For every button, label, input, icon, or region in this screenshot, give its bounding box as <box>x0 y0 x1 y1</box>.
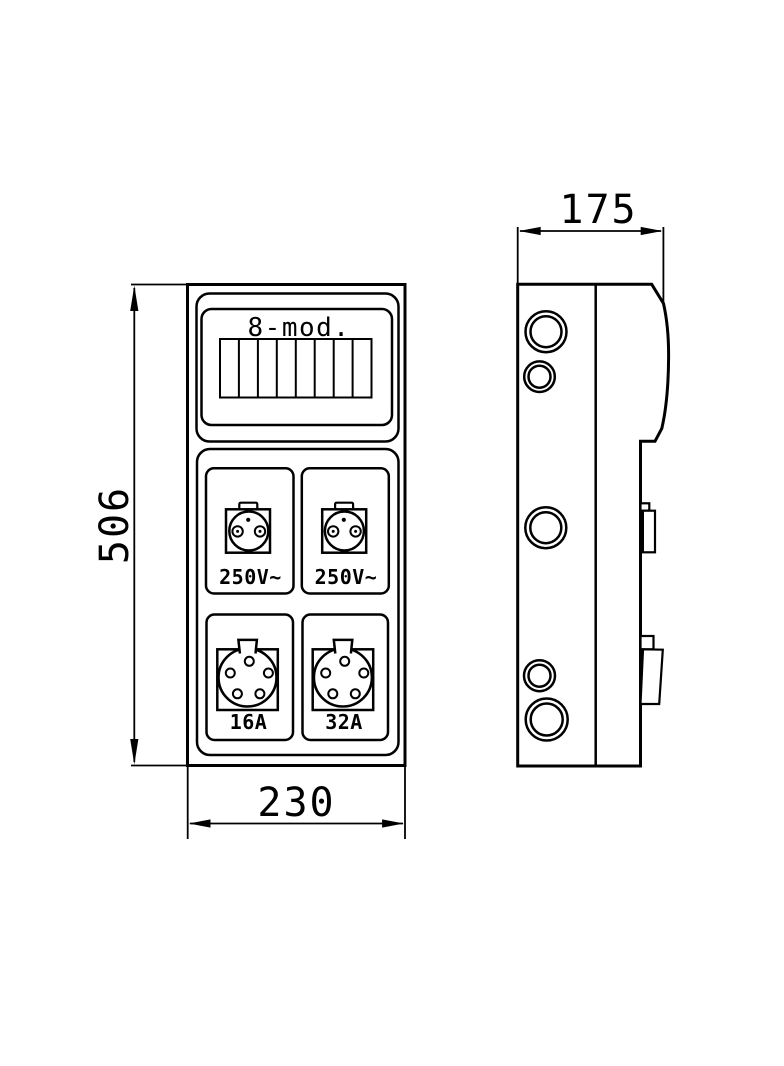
profile-body <box>641 509 657 554</box>
din-module-strip <box>219 338 373 399</box>
socket-profile-top <box>639 502 657 554</box>
arrow-right-icon <box>640 226 663 236</box>
pin-hole <box>349 688 361 700</box>
keyway-mask <box>239 641 256 655</box>
socket-face <box>323 510 366 552</box>
socket-panel: 250V~ 250V~ <box>195 447 400 757</box>
socket-250v-left: 250V~ <box>204 467 295 595</box>
dimension-height-value: 506 <box>92 486 138 564</box>
pin-hole-center <box>354 529 358 533</box>
cable-gland-top-large <box>524 309 568 354</box>
dimension-depth: 175 <box>516 187 665 304</box>
socket-face <box>228 510 270 552</box>
socket-tab <box>238 501 259 510</box>
pin-hole <box>320 667 332 679</box>
socket-module-frame <box>204 467 295 595</box>
arrow-up-icon <box>130 285 139 311</box>
socket-panel-frame <box>195 447 400 757</box>
side-view <box>516 282 671 768</box>
dimension-height: 506 <box>92 283 186 767</box>
socket-32a: 32A <box>301 613 390 742</box>
pin-hole-center <box>331 529 335 533</box>
module-panel-window <box>200 307 394 427</box>
pin-hole <box>231 688 243 700</box>
gland-inner-ring <box>529 314 563 349</box>
arrow-down-icon <box>130 739 139 765</box>
gland-inner-ring <box>527 364 552 389</box>
module-panel: 8-mod. <box>195 292 400 443</box>
cable-gland-middle-large <box>524 505 568 550</box>
socket-module-frame <box>205 613 295 742</box>
socket-tab <box>334 501 355 510</box>
earth-pin <box>246 517 251 522</box>
pin-hole <box>243 655 255 667</box>
pin-hole <box>262 667 274 679</box>
dimension-depth-value: 175 <box>559 187 637 233</box>
keyway-notch <box>332 638 354 654</box>
pin-hole-center <box>258 529 262 533</box>
gland-inner-ring <box>527 663 552 688</box>
pin-hole <box>358 667 370 679</box>
pin-hole <box>327 688 339 700</box>
front-view: 8-mod. <box>186 283 407 767</box>
dimension-width: 230 <box>186 767 406 839</box>
arrow-left-icon <box>519 226 541 236</box>
socket-rating-label: 32A <box>325 710 363 734</box>
module-panel-outer-frame <box>195 292 400 443</box>
pin-hole <box>231 525 244 538</box>
socket-250v-right: 250V~ <box>300 467 391 595</box>
arrow-right-icon <box>382 819 404 828</box>
earth-pin <box>341 517 346 522</box>
pin-hole <box>224 667 236 679</box>
socket-16a: 16A <box>205 613 295 742</box>
cable-gland-top-small <box>522 360 557 394</box>
socket-module-frame <box>300 467 391 595</box>
socket-rating-label: 250V~ <box>315 565 378 589</box>
keyway-notch <box>237 638 259 654</box>
gland-inner-ring <box>529 702 564 737</box>
dimension-width-value: 230 <box>257 780 335 826</box>
cable-gland-bottom-small <box>522 658 557 693</box>
profile-step <box>639 634 655 651</box>
pin-hole <box>349 525 362 538</box>
gland-inner-ring <box>529 510 563 545</box>
socket-profile-bottom <box>639 634 664 706</box>
pin-hole-center <box>236 529 240 533</box>
profile-step <box>639 502 651 512</box>
pin-hole <box>254 688 266 700</box>
socket-rating-label: 16A <box>230 710 268 734</box>
pin-hole <box>327 525 340 538</box>
socket-module-frame <box>301 613 390 742</box>
side-body-outline <box>516 282 671 768</box>
pin-hole <box>339 655 351 667</box>
cable-gland-bottom-large <box>524 697 569 742</box>
socket-rating-label: 250V~ <box>219 565 282 589</box>
profile-body <box>639 648 664 706</box>
arrow-left-icon <box>188 819 211 828</box>
keyway-mask <box>334 641 351 655</box>
pin-hole <box>253 525 267 538</box>
